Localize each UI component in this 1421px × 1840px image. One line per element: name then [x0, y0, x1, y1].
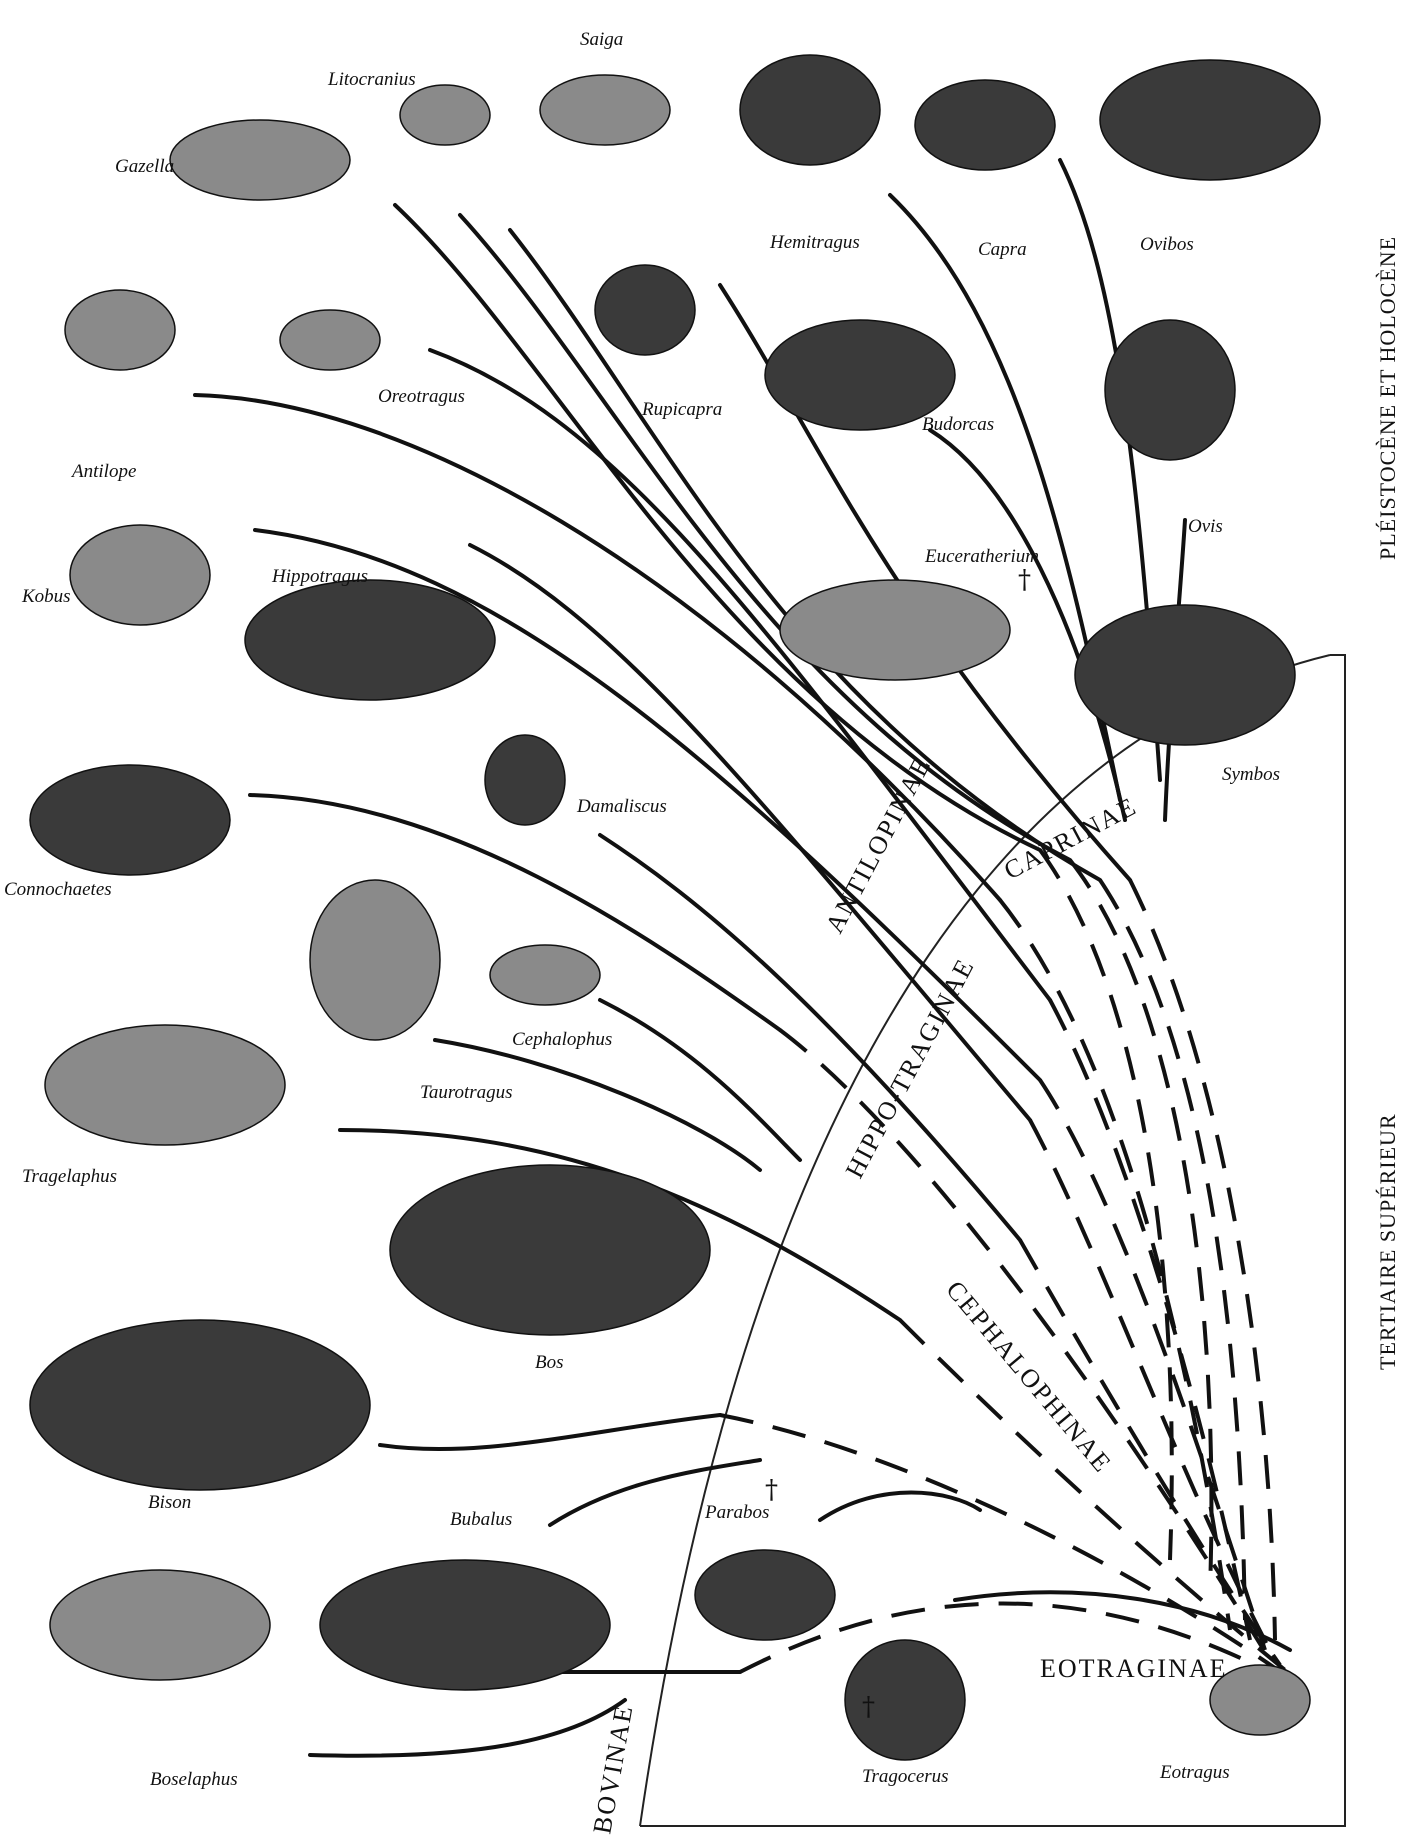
antilope-animal [65, 290, 175, 370]
label-eotragus: Eotragus [1159, 1762, 1230, 1783]
damaliscus-animal [485, 735, 565, 825]
clade-eotraginae: EOTRAGINAE [1040, 1654, 1228, 1683]
label-gazella: Gazella [115, 156, 174, 177]
label-capra: Capra [978, 239, 1027, 260]
label-connochaetes: Connochaetes [4, 879, 112, 900]
parabos-animal [695, 1550, 835, 1640]
label-rupicapra: Rupicapra [641, 399, 722, 420]
label-parabos: Parabos [704, 1502, 769, 1523]
extinct-mark-tragocerus: † [862, 1692, 875, 1722]
gazella-animal [170, 120, 350, 200]
label-bubalus: Bubalus [450, 1509, 512, 1530]
symbos-animal [1075, 605, 1295, 745]
label-oreotragus: Oreotragus [378, 386, 465, 407]
label-damaliscus: Damaliscus [576, 796, 667, 817]
era-labels: PLÉISTOCÈNE ET HOLOCÈNE TERTIAIRE SUPÉRI… [1375, 236, 1400, 1370]
extinct-mark-euceratherium: † [1018, 565, 1031, 595]
label-taurotragus: Taurotragus [420, 1082, 513, 1103]
label-bos: Bos [535, 1352, 564, 1373]
boselaphus-animal [50, 1570, 270, 1680]
cephalophus-animal [490, 945, 600, 1005]
bubalus-animal [320, 1560, 610, 1690]
label-budorcas: Budorcas [922, 414, 994, 435]
label-tragocerus: Tragocerus [862, 1766, 949, 1787]
litocranius-animal [400, 85, 490, 145]
bos-animal [390, 1165, 710, 1335]
label-litocranius: Litocranius [327, 69, 416, 90]
label-ovibos: Ovibos [1140, 234, 1194, 255]
label-antilope: Antilope [70, 461, 136, 482]
label-euceratherium: Euceratherium [924, 546, 1039, 567]
ovibos-animal [1100, 60, 1320, 180]
tragelaphus-animal [45, 1025, 285, 1145]
ovis-animal [1105, 320, 1235, 460]
label-boselaphus: Boselaphus [150, 1769, 238, 1790]
time-frame [640, 655, 1345, 1826]
taurotragus-animal [310, 880, 440, 1040]
bison-animal [30, 1320, 370, 1490]
capra-animal [915, 80, 1055, 170]
label-hippotragus: Hippotragus [271, 566, 368, 587]
saiga-animal [540, 75, 670, 145]
clade-bovinae: BOVINAE [587, 1702, 638, 1836]
kobus-animal [70, 525, 210, 625]
euceratherium-animal [780, 580, 1010, 680]
label-symbos: Symbos [1222, 764, 1280, 785]
animal-illustrations [30, 55, 1320, 1760]
oreotragus-animal [280, 310, 380, 370]
era-lower: TERTIAIRE SUPÉRIEUR [1375, 1113, 1400, 1370]
label-hemitragus: Hemitragus [769, 232, 860, 253]
clade-cephalophinae: CEPHALOPHINAE [940, 1275, 1117, 1478]
clade-antilopinae: ANTILOPINAE [820, 752, 937, 938]
dashed-branches [720, 850, 1285, 1680]
connochaetes-animal [30, 765, 230, 875]
extinct-mark-parabos: † [765, 1475, 778, 1505]
label-tragelaphus: Tragelaphus [22, 1166, 117, 1187]
label-ovis: Ovis [1188, 516, 1223, 537]
hippotragus-animal [245, 580, 495, 700]
label-kobus: Kobus [21, 586, 71, 607]
era-upper: PLÉISTOCÈNE ET HOLOCÈNE [1375, 236, 1400, 560]
hemitragus-animal [740, 55, 880, 165]
label-saiga: Saiga [580, 29, 623, 50]
rupicapra-animal [595, 265, 695, 355]
label-bison: Bison [148, 1492, 191, 1513]
label-cephalophus: Cephalophus [512, 1029, 612, 1050]
